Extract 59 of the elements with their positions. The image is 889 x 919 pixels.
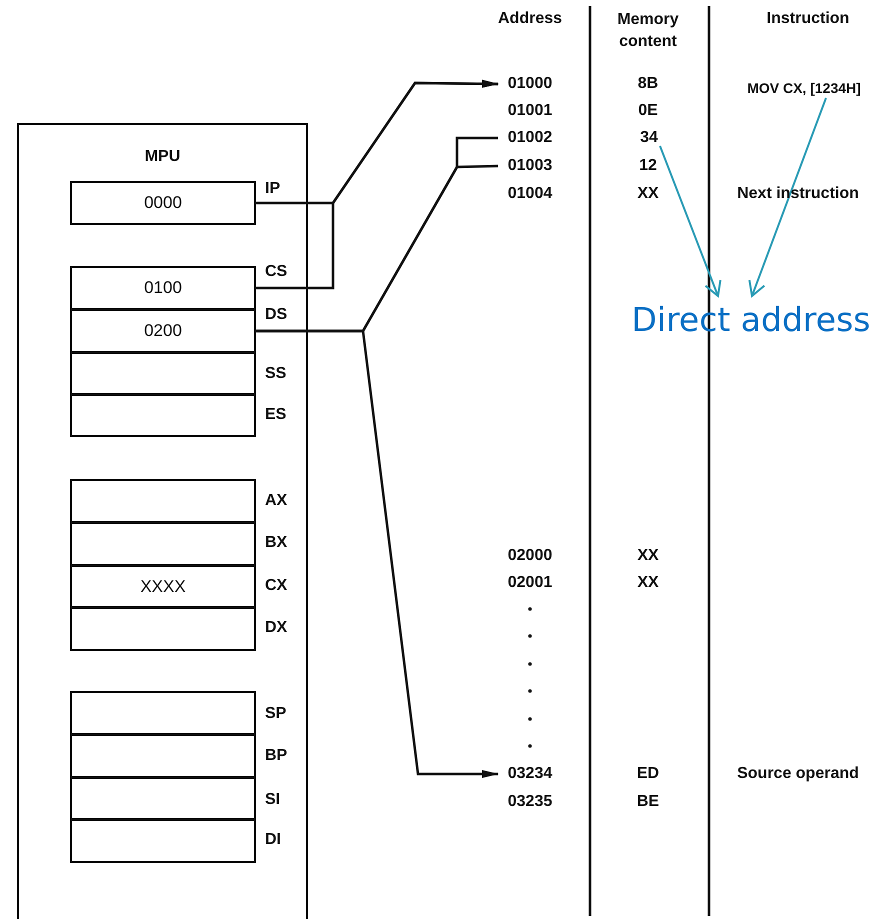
register-name: IP bbox=[265, 179, 282, 199]
register-box bbox=[70, 309, 256, 353]
instruction-text: Source operand bbox=[736, 764, 860, 784]
processor-block bbox=[17, 123, 308, 919]
arrow bbox=[659, 146, 722, 297]
register-name: SP bbox=[265, 704, 288, 724]
memory-byte: XX bbox=[636, 184, 660, 204]
register-name: BP bbox=[265, 746, 288, 766]
memory-address: 03234 bbox=[500, 764, 560, 784]
memory-byte: 34 bbox=[636, 128, 662, 148]
register-value: 0200 bbox=[144, 321, 182, 341]
memory-byte: 12 bbox=[638, 156, 658, 176]
register-box bbox=[70, 479, 256, 523]
register-name: DS bbox=[265, 305, 288, 325]
memory-byte: 8B bbox=[636, 74, 660, 94]
memory-address: 01000 bbox=[500, 74, 560, 94]
register-name: SS bbox=[265, 364, 288, 384]
arrow bbox=[256, 80, 499, 290]
register-name: CS bbox=[265, 262, 288, 282]
memory-address: 03235 bbox=[506, 792, 554, 812]
memory-address: 02000 bbox=[506, 546, 554, 566]
memory-address: 02001 bbox=[506, 573, 554, 593]
memory-byte: XX bbox=[636, 573, 660, 593]
register-box bbox=[70, 565, 256, 608]
register-box bbox=[70, 181, 256, 225]
register-name: BX bbox=[265, 533, 288, 553]
memory-address: 01004 bbox=[506, 184, 554, 204]
register-name: CX bbox=[265, 576, 288, 596]
register-box bbox=[70, 734, 256, 778]
register-box bbox=[70, 819, 256, 863]
register-value: 0000 bbox=[144, 193, 182, 213]
register-box bbox=[70, 522, 256, 566]
arrow bbox=[256, 330, 499, 778]
register-value: 0100 bbox=[144, 278, 182, 298]
memory-byte: XX bbox=[636, 546, 660, 566]
memory-address: 01001 bbox=[506, 101, 554, 121]
register-box bbox=[70, 607, 256, 651]
register-value: XXXX bbox=[140, 576, 186, 596]
column-heading: Memory content bbox=[616, 10, 680, 52]
register-name: ES bbox=[265, 405, 288, 425]
register-box bbox=[70, 691, 256, 735]
register-name: SI bbox=[265, 790, 282, 810]
memory-byte: ED bbox=[636, 764, 660, 784]
register-box bbox=[70, 266, 256, 310]
column-heading: Address bbox=[496, 9, 564, 29]
instruction-text: MOV CX, [1234H] bbox=[724, 78, 884, 98]
register-name: DI bbox=[265, 830, 282, 850]
memory-address: 01002 bbox=[500, 128, 560, 148]
register-name: AX bbox=[265, 491, 288, 511]
processor-label: MPU bbox=[144, 147, 182, 167]
register-box bbox=[70, 352, 256, 395]
memory-byte: BE bbox=[636, 792, 660, 812]
register-name: DX bbox=[265, 618, 288, 638]
column-heading: Instruction bbox=[766, 9, 850, 29]
memory-address: 01003 bbox=[500, 156, 560, 176]
register-box bbox=[70, 394, 256, 437]
memory-byte: 0E bbox=[637, 101, 659, 121]
register-box bbox=[70, 777, 256, 820]
arrow bbox=[748, 98, 827, 297]
